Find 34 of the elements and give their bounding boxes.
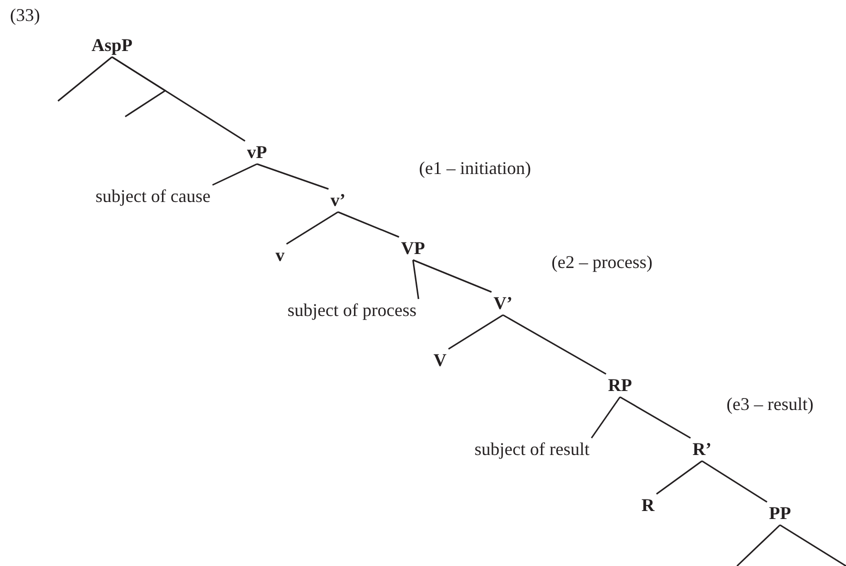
branch-line xyxy=(590,396,621,438)
event-label: (e3 – result) xyxy=(726,395,814,413)
branch-line xyxy=(736,524,781,566)
branch-line xyxy=(338,211,400,238)
phrase-label: subject of result xyxy=(474,440,590,458)
category-label: PP xyxy=(769,504,791,522)
branch-line xyxy=(780,524,846,566)
category-label: v xyxy=(276,246,284,264)
category-label: vP xyxy=(247,143,267,161)
branch-line xyxy=(702,460,768,503)
category-label: v’ xyxy=(330,191,346,209)
example-number: (33) xyxy=(10,6,40,24)
branch-line xyxy=(620,396,691,439)
event-label: (e1 – initiation) xyxy=(419,159,531,177)
branch-line xyxy=(412,260,420,300)
branch-line xyxy=(502,314,606,375)
phrase-label: subject of process xyxy=(288,301,416,319)
category-label: RP xyxy=(608,376,632,394)
event-label: (e2 – process) xyxy=(552,253,652,271)
category-label: VP xyxy=(401,239,425,257)
phrase-label: subject of cause xyxy=(96,187,210,205)
branch-line xyxy=(58,56,112,102)
branch-line xyxy=(256,163,329,190)
branch-line xyxy=(286,211,338,245)
branch-line xyxy=(656,460,702,495)
category-label: V’ xyxy=(494,294,512,312)
branch-line xyxy=(112,56,246,142)
category-label: R’ xyxy=(692,440,712,458)
category-label: AspP xyxy=(92,36,132,54)
category-label: R xyxy=(642,496,654,514)
branch-line xyxy=(448,314,504,350)
branch-line xyxy=(412,259,492,293)
category-label: V xyxy=(434,351,446,369)
branch-line xyxy=(212,163,258,186)
